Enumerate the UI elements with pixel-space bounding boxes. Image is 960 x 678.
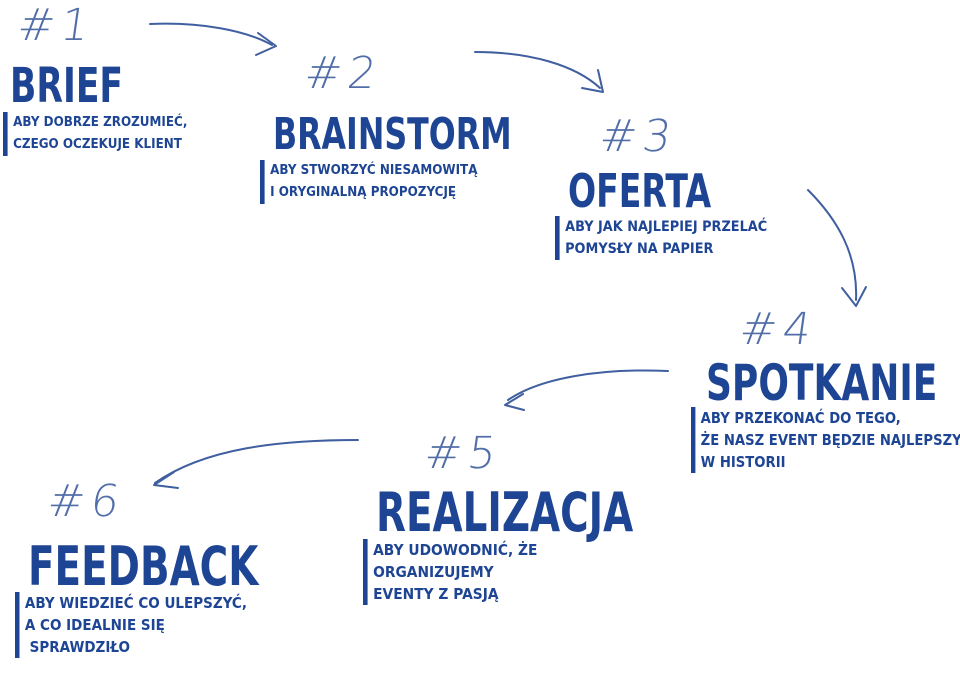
step-6-description: ABY WIEDZIEĆ CO ULEPSZYĆ, A CO IDEALNIE … (15, 592, 247, 658)
step-4-line-3: W HISTORII (700, 453, 786, 471)
step-1-line-1: ABY DOBRZE ZROZUMIEĆ, (13, 115, 188, 130)
step-2-title: BRAINSTORM (273, 109, 512, 160)
arrow-5-to-6 (153, 439, 359, 489)
step-5-line-3: EVENTY Z PASJĄ (373, 585, 499, 603)
step-2-line-2: I ORYGINALNĄ PROPOZYCJĘ (270, 185, 457, 200)
step-2-number: #2 (301, 48, 386, 99)
step-3-line-2: POMYSŁY NA PAPIER (565, 241, 714, 257)
step-5-line-2: ORGANIZUJEMY (373, 563, 494, 581)
step-1-title: BRIEF (10, 58, 124, 114)
step-6-number: #6 (44, 476, 129, 527)
step-2-line-1: ABY STWORZYĆ NIESAMOWITĄ (270, 163, 478, 178)
step-4-description: ABY PRZEKONAĆ DO TEGO, ŻE NASZ EVENT BĘD… (691, 407, 960, 473)
arrow-4-to-5 (504, 369, 669, 411)
arrow-1-to-2 (149, 22, 277, 56)
step-5-description: ABY UDOWODNIĆ, ŻE ORGANIZUJEMY EVENTY Z … (363, 539, 537, 605)
step-3-title: OFERTA (568, 164, 712, 218)
step-1-line-2: CZEGO OCZEKUJE KLIENT (13, 137, 182, 152)
step-4-number: #4 (736, 304, 821, 355)
step-6-line-3: SPRAWDZIŁO (24, 638, 131, 656)
step-5-number: #5 (421, 428, 506, 479)
arrow-2-to-3 (474, 51, 604, 93)
arrow-3-to-4 (807, 189, 867, 307)
step-4-line-1: ABY PRZEKONAĆ DO TEGO, (700, 409, 901, 427)
step-6-line-1: ABY WIEDZIEĆ CO ULEPSZYĆ, (24, 594, 247, 612)
step-3-number: #3 (596, 111, 681, 162)
step-5-line-1: ABY UDOWODNIĆ, ŻE (373, 541, 538, 559)
step-6-line-2: A CO IDEALNIE SIĘ (24, 616, 165, 634)
step-5-title: REALIZACJA (376, 481, 634, 544)
step-1-number: #1 (14, 0, 99, 51)
step-4-title: SPOTKANIE (706, 354, 938, 412)
step-3-line-1: ABY JAK NAJLEPIEJ PRZELAĆ (565, 219, 768, 235)
step-3-description: ABY JAK NAJLEPIEJ PRZELAĆ POMYSŁY NA PAP… (555, 216, 767, 260)
step-1-description: ABY DOBRZE ZROZUMIEĆ, CZEGO OCZEKUJE KLI… (3, 112, 187, 156)
step-4-line-2: ŻE NASZ EVENT BĘDZIE NAJLEPSZY (700, 431, 960, 449)
step-2-description: ABY STWORZYĆ NIESAMOWITĄ I ORYGINALNĄ PR… (260, 160, 477, 204)
step-6-title: FEEDBACK (28, 535, 259, 598)
